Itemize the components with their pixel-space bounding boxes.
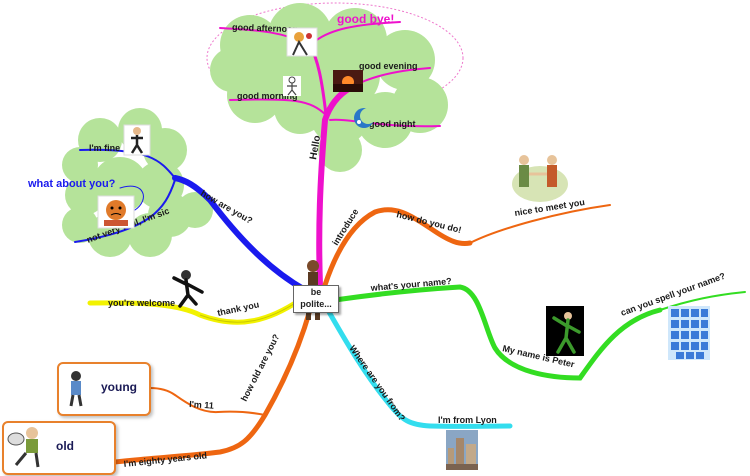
old-card[interactable]: old bbox=[2, 421, 116, 475]
yellow-shade bbox=[199, 299, 301, 323]
alphabet-blocks-icon bbox=[668, 306, 710, 360]
center-node[interactable]: be polite... bbox=[293, 285, 339, 313]
center-line-2: polite... bbox=[300, 299, 332, 309]
peter-pan-icon bbox=[546, 306, 584, 356]
label-how-do-you-do: how do you do! bbox=[396, 209, 463, 235]
moon-icon bbox=[354, 108, 376, 128]
label-im-eighty: I'm eighty years old bbox=[123, 450, 207, 469]
label-good-morning: good morning bbox=[237, 91, 298, 101]
old-label: old bbox=[56, 439, 74, 453]
old-man-icon bbox=[7, 427, 40, 468]
label-im-from-lyon: I'm from Lyon bbox=[438, 415, 497, 425]
sick-figure-icon bbox=[97, 195, 135, 229]
label-what-about-you: what about you? bbox=[27, 178, 116, 190]
label-good-night: good night bbox=[369, 119, 415, 129]
stick-figure-icon bbox=[283, 76, 301, 96]
young-label: young bbox=[101, 380, 137, 394]
label-im-fine: I'm fine bbox=[89, 143, 120, 153]
center-figure-icon bbox=[307, 260, 319, 286]
introduce-branches bbox=[322, 204, 611, 288]
man-figure-icon bbox=[123, 124, 151, 156]
label-hello: Hello bbox=[308, 135, 323, 161]
center-feet-icon bbox=[306, 312, 320, 320]
city-photo-icon bbox=[446, 430, 478, 470]
handshake-icon bbox=[512, 155, 568, 202]
label-im-11: I'm 11 bbox=[189, 399, 214, 411]
child-figure-icon bbox=[69, 371, 83, 407]
label-thank-you: thank you bbox=[216, 299, 260, 318]
cartoon-figure-icon bbox=[286, 27, 318, 57]
label-good-afternoon: good afternoon bbox=[232, 22, 298, 34]
label-good-evening: good evening bbox=[359, 61, 418, 71]
label-youre-welcome: you're welcome bbox=[108, 298, 175, 308]
center-line-1: be bbox=[310, 287, 322, 297]
label-good-bye: good bye! bbox=[337, 12, 394, 26]
waving-man-icon bbox=[172, 270, 204, 308]
how-are-you-branches bbox=[74, 148, 308, 293]
label-where-are-you-from: Where are you from? bbox=[347, 343, 407, 422]
sunset-icon bbox=[333, 70, 363, 92]
where-from-branches bbox=[322, 302, 513, 429]
young-card[interactable]: young bbox=[57, 362, 151, 416]
